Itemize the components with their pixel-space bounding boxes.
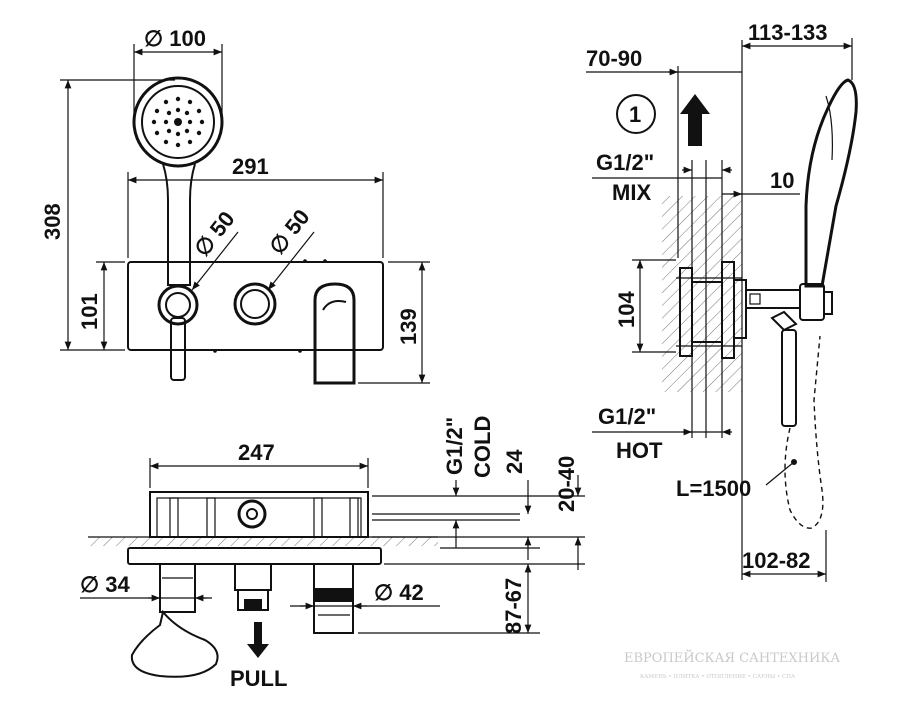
temperature-knob[interactable]: [233, 282, 277, 326]
label-hot-thread: G1/2": [598, 404, 656, 429]
label-inlet: G1/2": [442, 417, 467, 475]
dim-104: 104: [614, 291, 639, 328]
label-mix: MIX: [612, 180, 651, 205]
watermark: ЕВРОПЕЙСКАЯ САНТЕХНИКА КАМЕНЬ • ПЛИТКА •…: [624, 649, 840, 680]
lever-stem: [170, 317, 186, 381]
dim-spout-dia: ∅ 42: [374, 580, 424, 605]
label-pull: PULL: [230, 666, 287, 691]
up-arrow: [680, 94, 710, 146]
dim-box-width: 247: [238, 440, 275, 465]
dim-knob2-dia: ∅ 50: [264, 204, 314, 259]
pull-diverter[interactable]: [234, 563, 272, 591]
dim-knob1-dia: ∅ 50: [189, 206, 239, 261]
dim-102-82: 102-82: [742, 548, 811, 573]
dim-width: 291: [232, 154, 269, 179]
dim-10: 10: [770, 168, 794, 193]
side-view: 1 113-133 70-90 G1/2" MIX 10 104 G1/2" H…: [586, 20, 858, 582]
callout-circle: [616, 94, 656, 134]
dim-total-height: 308: [40, 203, 65, 240]
pull-arrow: [247, 622, 269, 658]
dim-knob-dia: ∅ 34: [80, 572, 131, 597]
label-hose: L=1500: [676, 476, 751, 501]
label-cold: COLD: [470, 416, 495, 478]
lever-paddle[interactable]: [130, 609, 219, 678]
hand-shower-handle: [162, 163, 196, 286]
hand-shower-head: [132, 76, 224, 168]
dim-spout-height: 139: [396, 308, 421, 345]
shower-hose: [784, 335, 824, 529]
front-view: ∅ 100 308 291 ∅ 50 ∅ 50 101 139: [40, 26, 430, 385]
dim-24: 24: [502, 449, 527, 474]
concealed-body: [149, 491, 369, 538]
dim-87-67: 87-67: [501, 578, 526, 634]
wall-section: [662, 196, 742, 392]
dim-113-133: 113-133: [748, 20, 828, 45]
diverter-knob[interactable]: [157, 284, 199, 326]
dim-handshower-dia: ∅ 100: [144, 26, 206, 51]
hand-shower-side: [804, 78, 858, 288]
label-mix-thread: G1/2": [596, 150, 654, 175]
shower-nozzles: [151, 96, 205, 148]
dim-70-90: 70-90: [586, 46, 642, 71]
label-hot: HOT: [616, 438, 663, 463]
spout: [313, 282, 356, 385]
callout-number: 1: [629, 102, 641, 127]
dim-20-40: 20-40: [554, 456, 579, 512]
top-view: PULL 247 G1/2" COLD 24 20-40 87-67 ∅ 34: [80, 416, 585, 691]
watermark-tagline: КАМЕНЬ • ПЛИТКА • ОТОПЛЕНИЕ • САУНЫ • СП…: [640, 674, 796, 680]
mixer-plate: [127, 261, 384, 351]
watermark-brand: ЕВРОПЕЙСКАЯ САНТЕХНИКА: [624, 649, 840, 666]
dim-plate-height: 101: [77, 293, 102, 330]
